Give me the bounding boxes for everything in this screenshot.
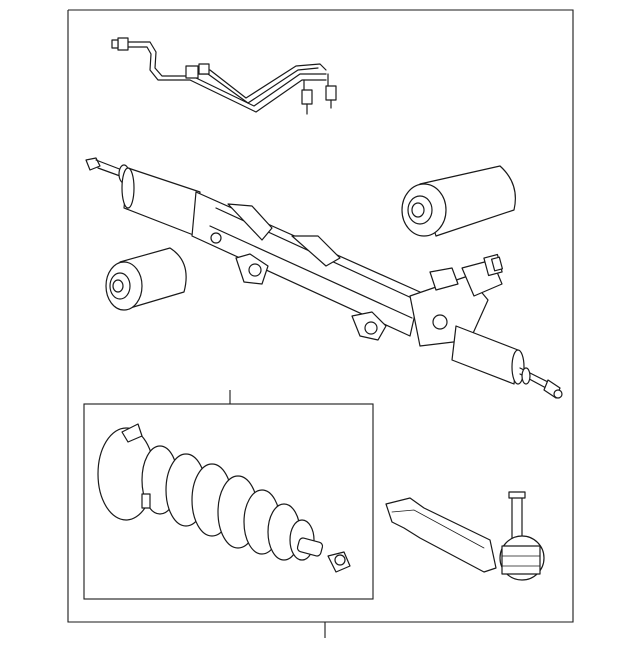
bushing-icon (401, 165, 516, 237)
bellows-boot-icon (97, 423, 351, 573)
steering-gear-rack[interactable] (85, 157, 563, 399)
boot-kit[interactable] (83, 390, 374, 600)
tie-rod-end-icon (499, 491, 545, 581)
mounting-bushing-right[interactable] (401, 165, 516, 237)
outer-frame (67, 9, 574, 638)
bushing-icon (105, 247, 187, 311)
outer-tie-rod-end[interactable] (499, 491, 545, 581)
inner-tie-rod[interactable] (385, 497, 497, 573)
mounting-bushing-left[interactable] (105, 247, 187, 311)
pressure-line-assembly[interactable] (111, 37, 337, 115)
hydraulic-lines-icon (111, 37, 337, 115)
rack-and-pinion-icon (85, 157, 563, 399)
tie-rod-icon (385, 497, 497, 573)
